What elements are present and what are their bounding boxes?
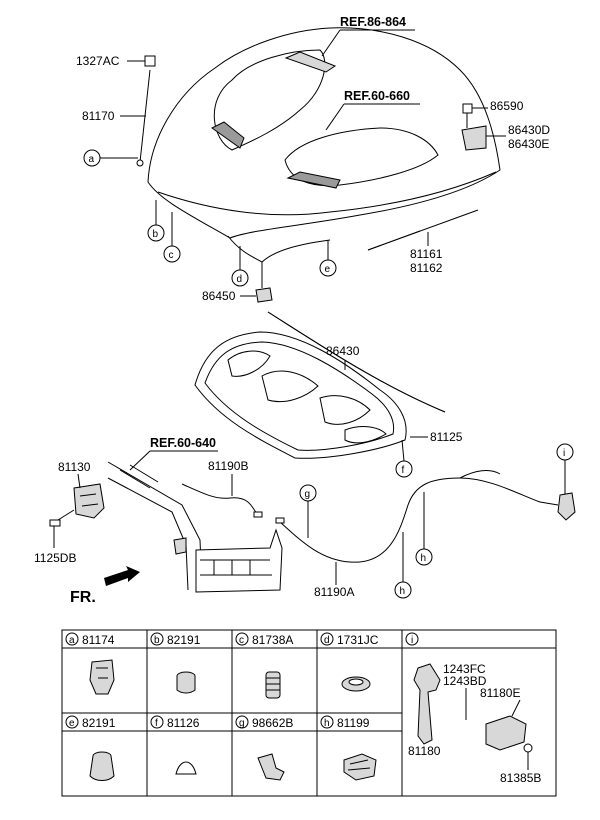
release-cable-81190A — [275, 470, 541, 563]
callout-c-text: c — [169, 250, 174, 261]
part-81125-label: 81125 — [430, 430, 463, 444]
front-end-module — [107, 461, 283, 593]
callout-i-text: i — [563, 448, 565, 459]
callout-a-text: a — [89, 154, 95, 165]
callout-d-text: d — [237, 274, 243, 285]
callout-c: c — [163, 212, 181, 263]
part-81170-label: 81170 — [82, 109, 115, 123]
latch-86450 — [255, 262, 273, 303]
part-1327AC-label: 1327AC — [76, 54, 120, 68]
part-86450-label: 86450 — [202, 289, 236, 303]
ref-label-6040: REF.60-640 — [129, 436, 218, 471]
part-86430D-label: 86430D — [508, 123, 550, 137]
callout-f-text: f — [402, 465, 405, 476]
legend-cell-f: f 81126 — [150, 715, 200, 775]
legend-a-part: 81174 — [82, 633, 115, 647]
legend-g-part: 98662B — [252, 716, 293, 730]
legend-81180: 81180 — [408, 744, 441, 758]
legend-a-letter: a — [69, 635, 75, 646]
part-81190B-label: 81190B — [208, 459, 248, 473]
part-1125DB-label: 1125DB — [34, 551, 76, 565]
legend-cell-a: a 81174 — [65, 632, 115, 695]
legend-g-letter: g — [239, 718, 245, 729]
ref-label-6060: REF.60-660 — [325, 89, 420, 131]
part-81190A-label: 81190A — [314, 585, 354, 599]
callout-f: f — [395, 439, 413, 478]
callout-h-upper: h — [415, 492, 433, 566]
hood-weatherstrip-86430 — [267, 311, 446, 413]
release-lever-assembly — [539, 492, 576, 521]
legend-1243BD: 1243BD — [443, 674, 487, 688]
legend-b-letter: b — [154, 635, 160, 646]
callout-d: d — [231, 246, 249, 287]
parts-legend-table: a 81174 b 82191 c 81738A d 1731JC — [61, 629, 557, 797]
legend-cell-d: d 1731JC — [320, 632, 379, 692]
part-86430-label: 86430 — [326, 344, 360, 358]
ref-6060-text: REF.60-660 — [344, 89, 410, 103]
callout-a: a — [83, 149, 138, 167]
callout-e-text: e — [325, 264, 331, 275]
hood-panel — [147, 27, 501, 263]
legend-d-part: 1731JC — [337, 633, 379, 647]
legend-c-part: 81738A — [252, 633, 293, 647]
legend-f-letter: f — [155, 718, 158, 729]
callout-h-upper-text: h — [421, 553, 427, 564]
legend-b-part: 82191 — [167, 633, 201, 647]
legend-cell-b: b 82191 — [150, 632, 201, 694]
legend-i-letter: i — [411, 635, 413, 646]
callout-i: i — [556, 443, 574, 494]
part-86590-label: 86590 — [490, 99, 524, 113]
callout-g: g — [299, 484, 317, 538]
front-direction-arrow — [104, 566, 140, 586]
legend-f-part: 81126 — [167, 716, 200, 730]
callout-g-text: g — [305, 489, 311, 500]
legend-c-letter: c — [239, 635, 244, 646]
legend-1243FC: 1243FC — [443, 662, 486, 676]
part-86430E-label: 86430E — [508, 137, 549, 151]
hood-lift-strut-81161 — [367, 209, 479, 251]
hood-insulator-pad-81125 — [194, 331, 407, 459]
callout-b: b — [147, 200, 165, 242]
legend-d-letter: d — [324, 635, 330, 646]
legend-h-part: 81199 — [337, 716, 370, 730]
part-81130-label: 81130 — [58, 460, 91, 474]
hood-latch-81130 — [49, 483, 105, 527]
callout-h-lower-text: h — [400, 586, 406, 597]
legend-cell-g: g 98662B — [235, 715, 293, 781]
part-81161-label: 81161 — [410, 247, 443, 261]
legend-h-letter: h — [324, 718, 330, 729]
legend-81180E: 81180E — [480, 686, 520, 700]
legend-e-part: 82191 — [82, 716, 116, 730]
legend-cell-i: i 1243FC 1243BD 81180E 81180 81385B — [405, 632, 541, 785]
callout-h-lower: h — [394, 532, 412, 599]
legend-cell-h: h 81199 — [320, 715, 377, 781]
legend-e-letter: e — [69, 718, 75, 729]
legend-cell-e: e 82191 — [65, 715, 116, 781]
release-cable-81190B — [181, 483, 263, 518]
part-81162-label: 81162 — [410, 261, 443, 275]
front-direction-label: FR. — [70, 589, 96, 606]
legend-cell-c: c 81738A — [235, 632, 293, 699]
ref-6040-text: REF.60-640 — [150, 436, 216, 450]
hood-lift-strut-81170 — [136, 55, 156, 167]
ref-label-86864: REF.86-864 — [321, 15, 415, 57]
callout-e: e — [319, 240, 337, 277]
callout-b-text: b — [153, 229, 159, 240]
ref-86864-text: REF.86-864 — [340, 15, 406, 29]
legend-81385B: 81385B — [500, 771, 541, 785]
hood-bracket-86430 — [461, 103, 487, 151]
